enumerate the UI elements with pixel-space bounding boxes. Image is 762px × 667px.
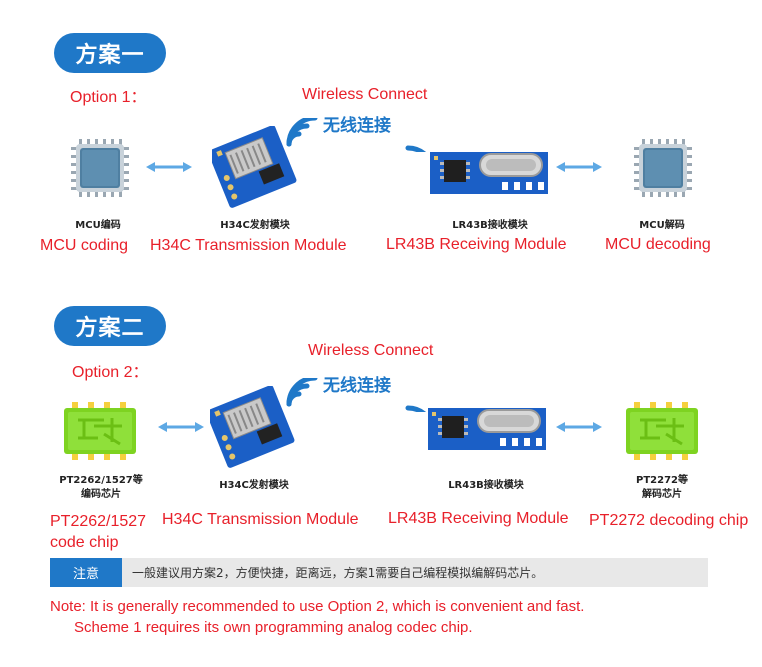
- pt2262-en-label: PT2262/1527 code chip: [50, 511, 146, 553]
- pt2272-cn-line2: 解码芯片: [642, 489, 682, 500]
- section1-wireless-cn: 无线连接: [323, 116, 391, 136]
- pt2262-cn-line1: PT2262/1527等: [59, 475, 143, 486]
- pt2262-en-line1: PT2262/1527: [50, 513, 147, 530]
- lr43b-receiver-module-icon: [430, 152, 549, 195]
- wifi-left-icon: [283, 378, 323, 412]
- mcu-decoding-en-label: MCU decoding: [605, 236, 711, 253]
- pt2262-encoder-chip-icon: [62, 402, 138, 460]
- section1-wireless-en: Wireless Connect: [302, 86, 428, 103]
- mcu-decoder-chip-icon: [634, 139, 692, 197]
- pt2272-en-label: PT2272 decoding chip: [589, 512, 749, 529]
- lr43b-receiver-module-icon: [428, 408, 547, 451]
- note-en-line1: Note: It is generally recommended to use…: [50, 598, 585, 615]
- mcu-decoding-cn-label: MCU解码: [639, 220, 685, 231]
- lr43b-en-label: LR43B Receiving Module: [386, 236, 567, 253]
- mcu-encoder-chip-icon: [71, 139, 129, 197]
- h34c-cn-label: H34C发射模块: [220, 220, 290, 231]
- pt2272-decoder-chip-icon: [624, 402, 700, 460]
- lr43b-cn-label: LR43B接收模块: [452, 220, 528, 231]
- section2-wireless-cn: 无线连接: [323, 376, 391, 396]
- mcu-coding-en-label: MCU coding: [40, 237, 129, 254]
- note-label: 注意: [50, 558, 122, 587]
- arrow-icon: [146, 162, 194, 174]
- section2-wireless-en: Wireless Connect: [308, 342, 434, 359]
- pt2272-cn-line1: PT2272等: [636, 475, 688, 486]
- h34c-en-label: H34C Transmission Module: [150, 237, 347, 254]
- pt2262-cn-line2: 编码芯片: [81, 489, 121, 500]
- section1-option-label: Option 1：: [70, 89, 147, 106]
- h34c-en-label: H34C Transmission Module: [162, 511, 359, 528]
- arrow-icon: [158, 422, 206, 434]
- arrow-icon: [556, 162, 604, 174]
- note-en-line2: Scheme 1 requires its own programming an…: [74, 619, 473, 636]
- section2-badge: 方案二: [54, 306, 166, 346]
- note-bar: 注意 一般建议用方案2，方便快捷，距离远，方案1需要自己编程模拟编解码芯片。: [50, 558, 708, 587]
- pt2262-en-line2: code chip: [50, 534, 119, 551]
- wifi-left-icon: [283, 118, 323, 152]
- wifi-right-icon: [400, 378, 440, 412]
- pt2262-cn-label: PT2262/1527等 编码芯片: [46, 474, 156, 502]
- lr43b-en-label: LR43B Receiving Module: [388, 510, 569, 527]
- arrow-icon: [556, 422, 604, 434]
- h34c-cn-label: H34C发射模块: [219, 480, 289, 491]
- section1-badge: 方案一: [54, 33, 166, 73]
- pt2272-cn-label: PT2272等 解码芯片: [622, 474, 702, 502]
- section2-option-label: Option 2：: [72, 364, 149, 381]
- lr43b-cn-label: LR43B接收模块: [448, 480, 524, 491]
- mcu-coding-cn-label: MCU编码: [75, 220, 121, 231]
- note-text-cn: 一般建议用方案2，方便快捷，距离远，方案1需要自己编程模拟编解码芯片。: [132, 566, 544, 580]
- wifi-right-icon: [400, 118, 440, 152]
